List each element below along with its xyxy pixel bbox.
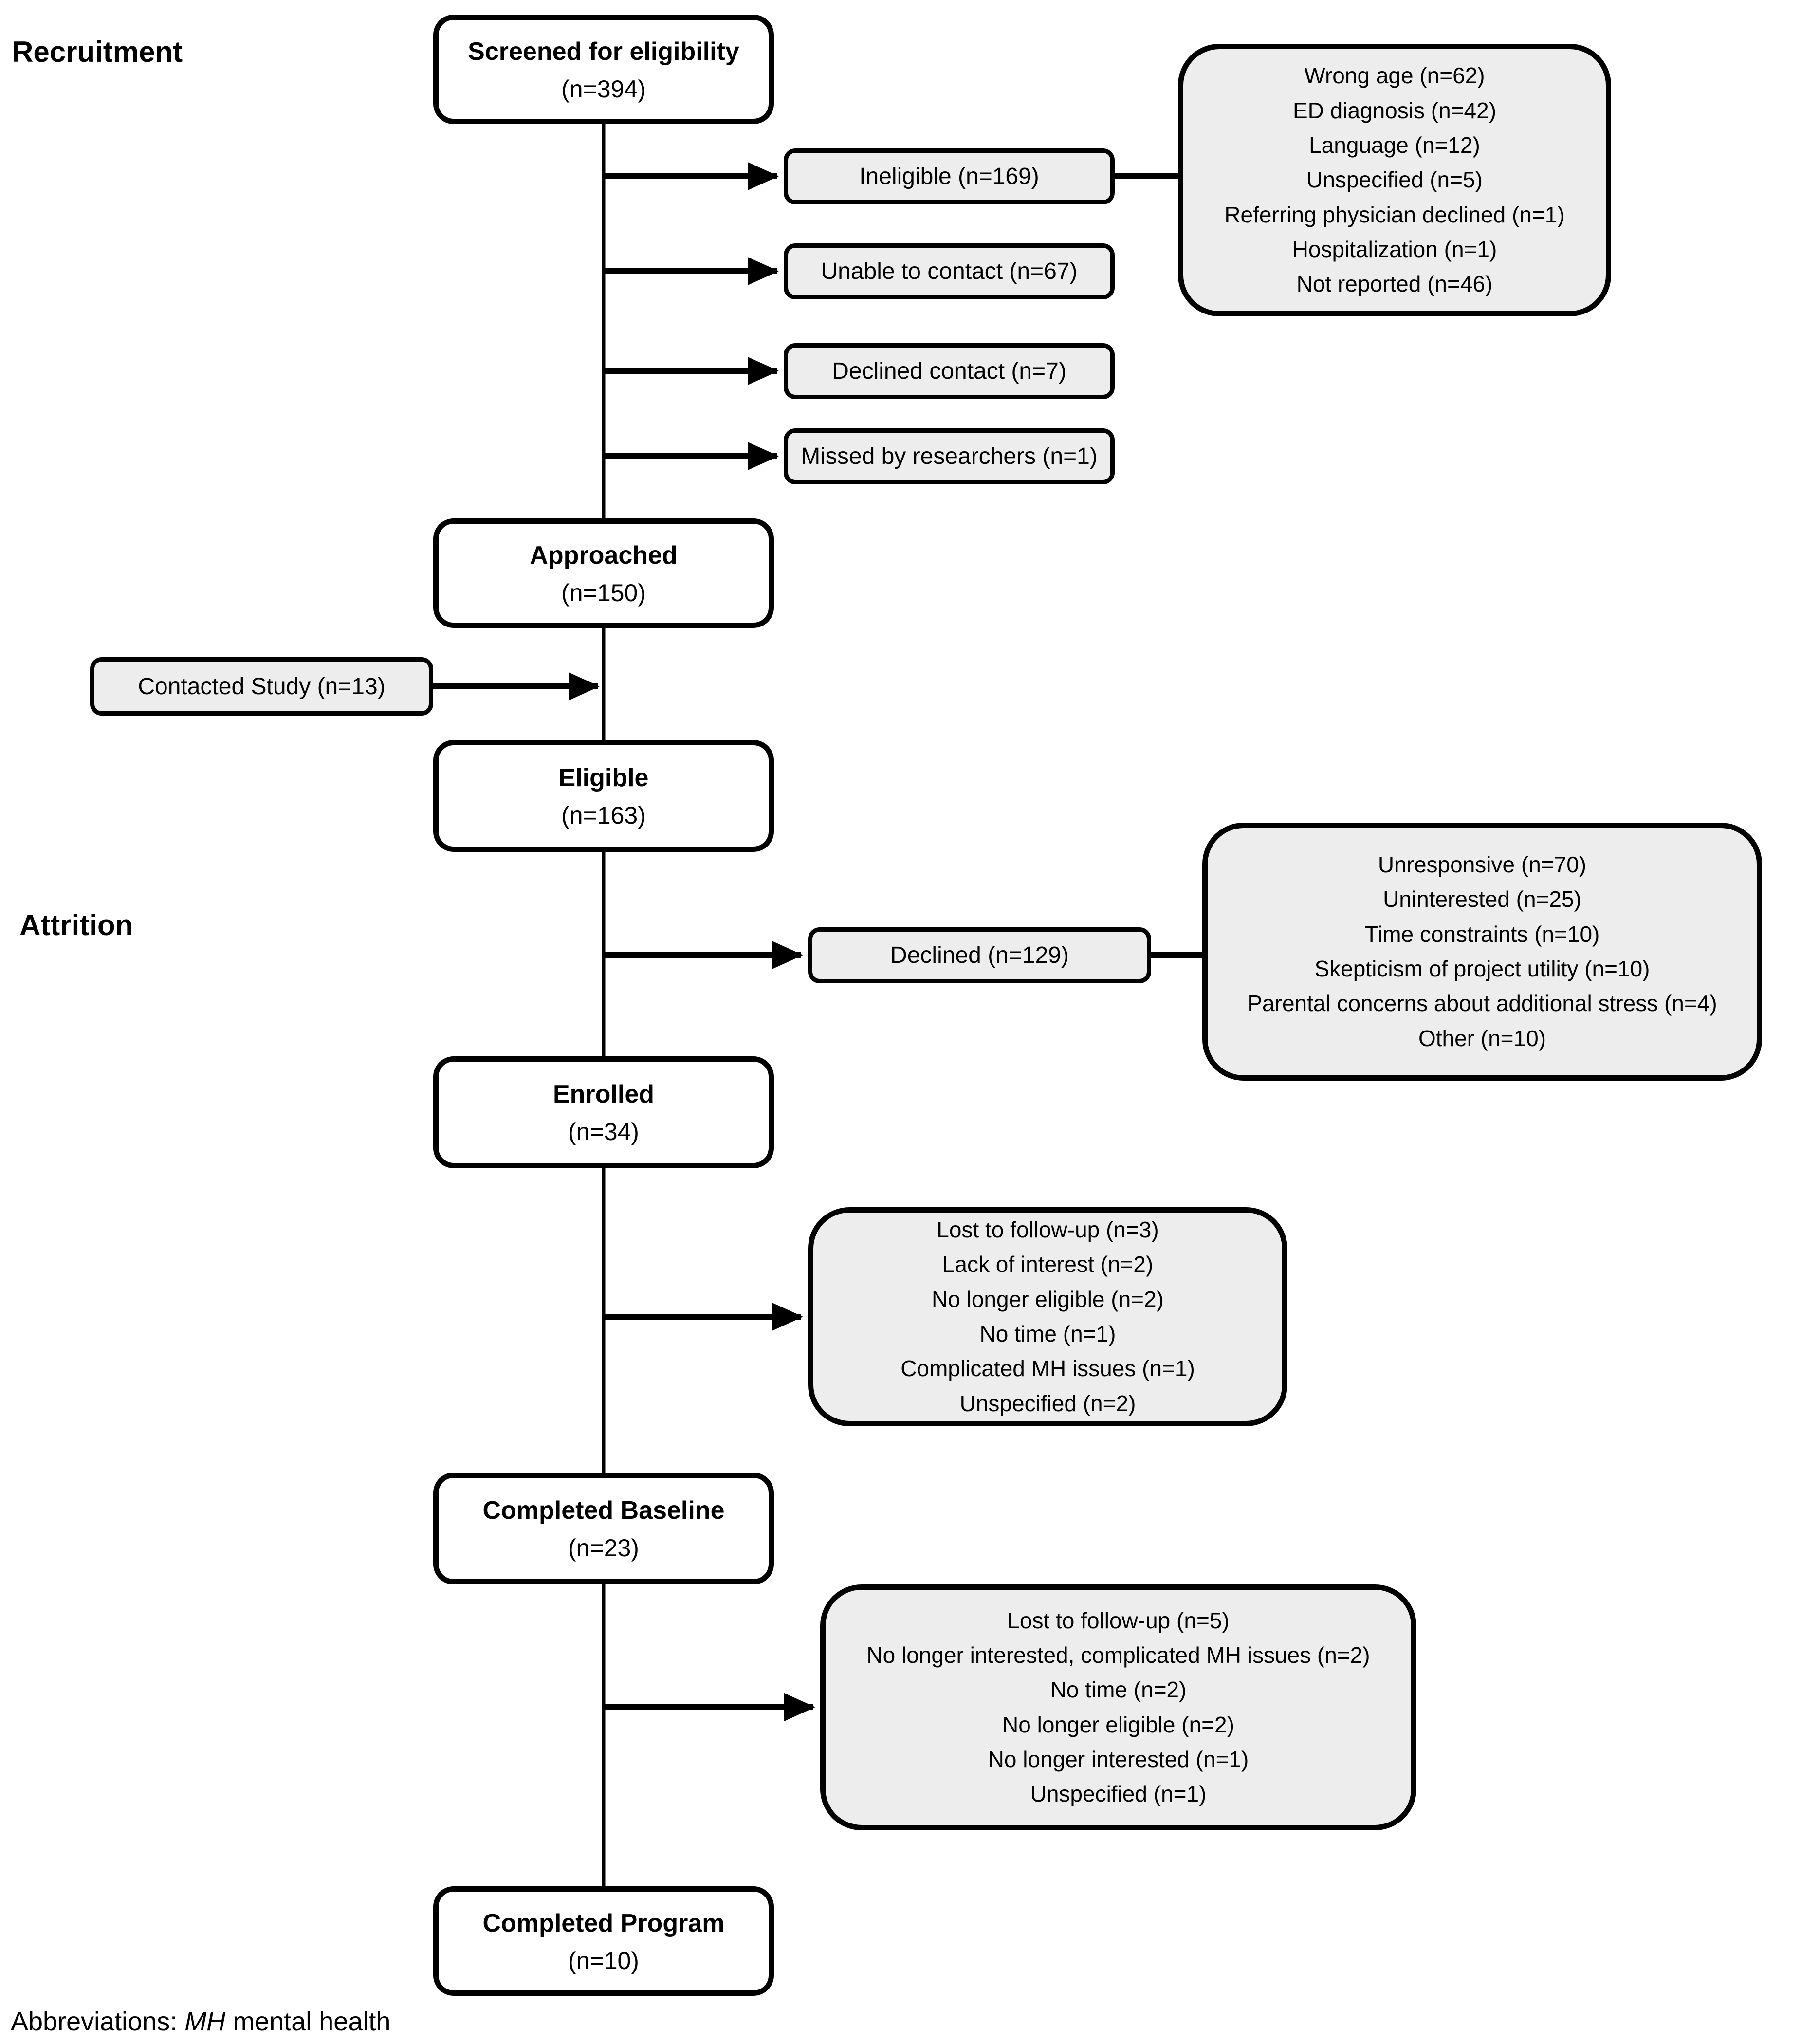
- reason-line: No longer interested, complicated MH iss…: [866, 1642, 1370, 1668]
- reason-line: No longer eligible (n=2): [1002, 1712, 1234, 1737]
- reason-line: Lack of interest (n=2): [942, 1252, 1154, 1277]
- abbreviation-definition: mental health: [225, 2007, 391, 2036]
- reason-line: Not reported (n=46): [1296, 271, 1493, 297]
- node-completed-program-count: (n=10): [568, 1947, 639, 1974]
- reason-line: No time (n=1): [979, 1321, 1116, 1346]
- node-completed-program-title: Completed Program: [482, 1909, 725, 1937]
- section-label-recruitment: Recruitment: [12, 36, 183, 68]
- reason-line: Complicated MH issues (n=1): [900, 1356, 1195, 1381]
- node-screened-title: Screened for eligibility: [468, 37, 739, 66]
- reason-line: Parental concerns about additional stres…: [1247, 991, 1717, 1016]
- node-completed-baseline-title: Completed Baseline: [482, 1496, 725, 1525]
- abbreviation-term: MH: [184, 2007, 226, 2036]
- node-screened: Screened for eligibility (n=394): [433, 15, 774, 124]
- node-screened-count: (n=394): [561, 75, 646, 103]
- reason-line: Lost to follow-up (n=5): [1007, 1607, 1230, 1633]
- reason-line: Time constraints (n=10): [1364, 921, 1600, 947]
- side-node-missed-by-researchers: Missed by researchers (n=1): [784, 428, 1115, 484]
- node-completed-baseline: Completed Baseline (n=23): [433, 1473, 774, 1584]
- reasons-box-baseline-attrition: Lost to follow-up (n=5) No longer intere…: [820, 1584, 1416, 1830]
- reasons-box-enrolled-attrition: Lost to follow-up (n=3) Lack of interest…: [808, 1207, 1287, 1426]
- reason-line: Other (n=10): [1418, 1025, 1546, 1051]
- node-approached-title: Approached: [530, 541, 678, 570]
- node-completed-program: Completed Program (n=10): [433, 1886, 774, 1996]
- side-node-declined: Declined (n=129): [808, 927, 1151, 983]
- reason-line: Unspecified (n=5): [1306, 167, 1483, 193]
- reason-line: Unresponsive (n=70): [1378, 852, 1587, 878]
- reason-line: Wrong age (n=62): [1304, 63, 1485, 89]
- reasons-box-ineligible: Wrong age (n=62) ED diagnosis (n=42) Lan…: [1178, 44, 1611, 316]
- node-eligible: Eligible (n=163): [433, 740, 774, 852]
- side-node-contacted-study: Contacted Study (n=13): [90, 657, 433, 716]
- node-approached: Approached (n=150): [433, 518, 774, 628]
- node-eligible-count: (n=163): [561, 802, 646, 829]
- reason-line: No time (n=2): [1050, 1677, 1187, 1703]
- node-enrolled-title: Enrolled: [552, 1080, 655, 1109]
- reason-line: Skepticism of project utility (n=10): [1314, 956, 1650, 981]
- section-label-attrition: Attrition: [19, 909, 133, 941]
- reason-line: ED diagnosis (n=42): [1292, 97, 1497, 123]
- node-enrolled-count: (n=34): [568, 1118, 639, 1146]
- reason-line: Unspecified (n=2): [959, 1390, 1136, 1416]
- reason-line: Unspecified (n=1): [1030, 1781, 1207, 1807]
- abbreviations-prefix: Abbreviations:: [11, 2007, 185, 2036]
- reason-line: No longer interested (n=1): [988, 1746, 1249, 1772]
- abbreviations-note: Abbreviations: MH mental health: [11, 2007, 390, 2037]
- node-approached-count: (n=150): [561, 579, 646, 607]
- reason-line: Uninterested (n=25): [1383, 886, 1581, 912]
- node-enrolled: Enrolled (n=34): [433, 1056, 774, 1168]
- reason-line: Referring physician declined (n=1): [1224, 202, 1565, 227]
- reason-line: Hospitalization (n=1): [1292, 236, 1497, 262]
- reason-line: Language (n=12): [1309, 132, 1480, 158]
- side-node-unable-to-contact: Unable to contact (n=67): [784, 243, 1115, 299]
- reasons-box-declined: Unresponsive (n=70) Uninterested (n=25) …: [1202, 823, 1762, 1081]
- node-eligible-title: Eligible: [558, 764, 649, 792]
- reason-line: No longer eligible (n=2): [932, 1286, 1164, 1312]
- reason-line: Lost to follow-up (n=3): [937, 1217, 1159, 1243]
- side-node-ineligible: Ineligible (n=169): [784, 148, 1115, 204]
- side-node-declined-contact: Declined contact (n=7): [784, 343, 1115, 399]
- node-completed-baseline-count: (n=23): [568, 1534, 639, 1562]
